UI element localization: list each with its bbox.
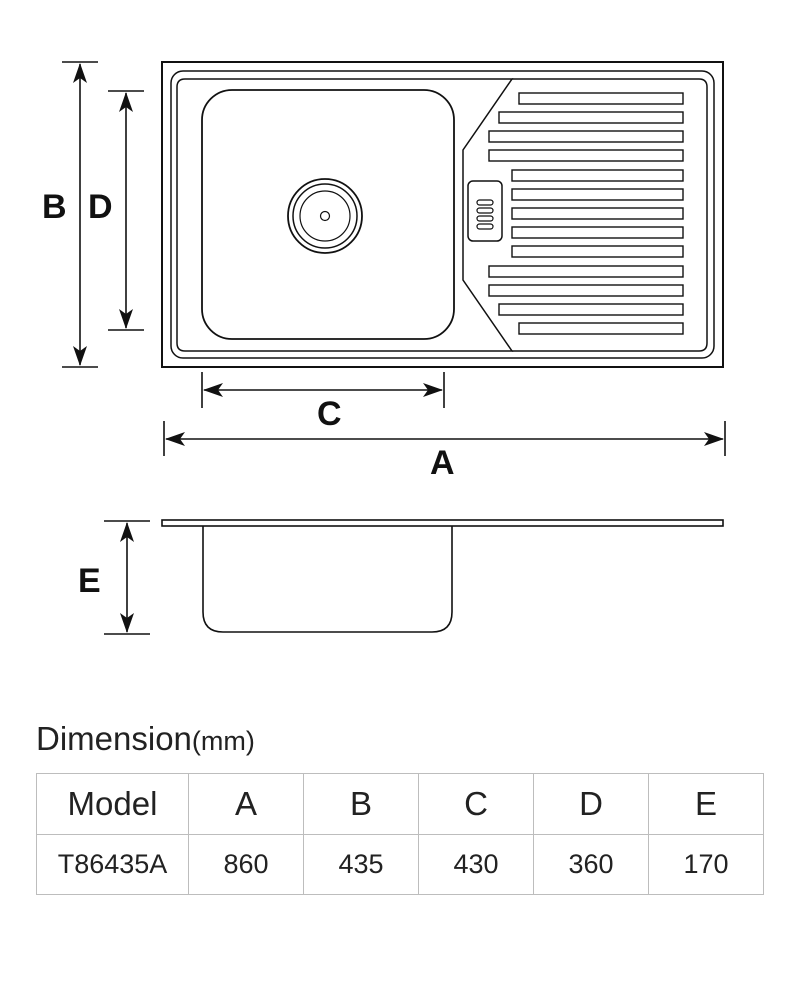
table-header-row: Model A B C D E [36,773,764,835]
cell-E: 170 [648,834,764,895]
cell-B: 435 [303,834,419,895]
cell-model: T86435A [36,834,189,895]
header-B: B [303,773,419,835]
header-A: A [188,773,304,835]
dim-label-D: D [88,188,113,226]
drain-icon [287,178,363,254]
drainer-contour [176,78,514,352]
dimension-lines [62,61,726,635]
dim-label-E: E [78,562,101,600]
sink-technical-drawing: B D C A E [42,61,726,635]
drainer-area [512,78,708,352]
drainer-grooves [488,92,684,335]
dimension-title: Dimension(mm) [36,720,255,758]
sink-bowl [201,89,455,340]
dim-label-B: B [42,188,67,226]
side-top-plate [161,519,724,527]
table-row: T86435A 860 435 430 360 170 [36,834,764,895]
dimension-title-text: Dimension [36,720,192,757]
sink-inner-rim [170,70,715,359]
overflow-icon [467,180,503,242]
sink-top-view [161,61,724,368]
header-E: E [648,773,764,835]
dimension-table: Model A B C D E T86435A 860 435 430 360 … [36,773,764,895]
dim-label-C: C [317,395,342,433]
cell-D: 360 [533,834,649,895]
sink-side-view [161,519,724,633]
side-bowl [202,526,453,633]
dimension-unit: (mm) [191,726,255,756]
cell-A: 860 [188,834,304,895]
header-model: Model [36,773,189,835]
header-D: D [533,773,649,835]
cell-C: 430 [418,834,534,895]
dim-label-A: A [430,444,455,482]
sink-outer-rim [161,61,724,368]
header-C: C [418,773,534,835]
